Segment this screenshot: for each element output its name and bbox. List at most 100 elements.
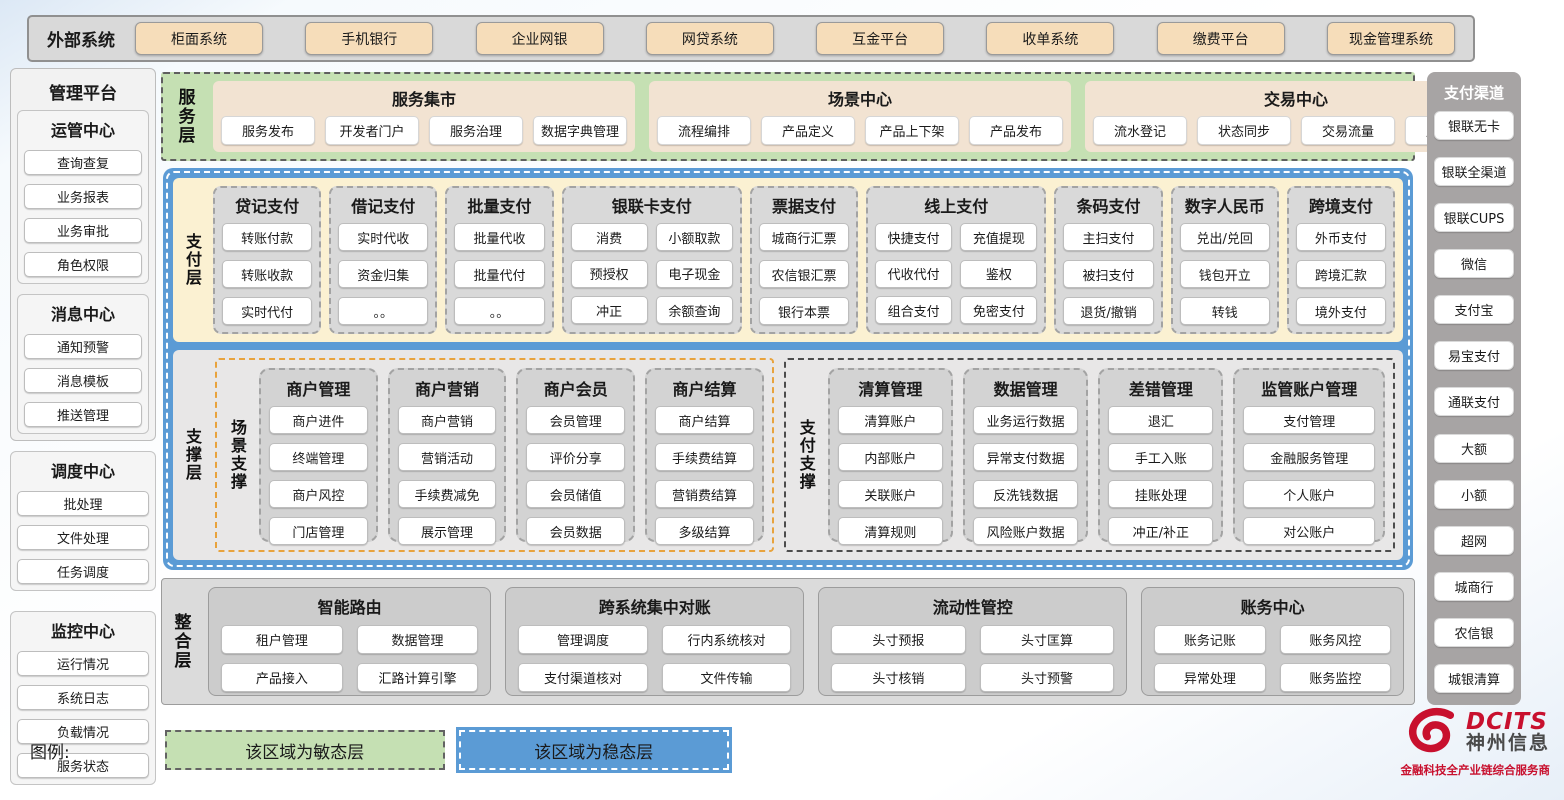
- payment-item[interactable]: 免密支付: [960, 296, 1038, 325]
- channel-wechat[interactable]: 微信: [1434, 249, 1514, 279]
- integration-item[interactable]: 汇路计算引擎: [356, 663, 479, 692]
- service-item-process-orchestration[interactable]: 流程编排: [657, 116, 751, 145]
- payment-item[interactable]: 快捷支付: [875, 223, 953, 251]
- channel-city-commercial-bank[interactable]: 城商行: [1434, 571, 1514, 601]
- sidebar-item-file-processing[interactable]: 文件处理: [17, 525, 149, 550]
- payment-item[interactable]: 城商行汇票: [758, 223, 850, 251]
- payment-item[interactable]: 转账付款: [222, 223, 313, 251]
- sidebar-item-service-status[interactable]: 服务状态: [17, 753, 149, 778]
- integration-item[interactable]: 异常处理: [1154, 663, 1266, 692]
- service-item-product-listing[interactable]: 产品上下架: [865, 116, 959, 145]
- payment-item[interactable]: 钱包开立: [1179, 260, 1270, 288]
- integration-item[interactable]: 行内系统核对: [661, 625, 792, 654]
- integration-item[interactable]: 文件传输: [661, 663, 792, 692]
- service-item-publish[interactable]: 服务发布: [221, 116, 315, 145]
- service-item-flow-register[interactable]: 流水登记: [1093, 116, 1187, 145]
- payment-item[interactable]: 跨境汇款: [1295, 260, 1386, 288]
- integration-item[interactable]: 支付渠道核对: [518, 663, 648, 692]
- sidebar-item-query-reply[interactable]: 查询查复: [24, 150, 142, 175]
- support-item[interactable]: 挂账处理: [1108, 480, 1214, 508]
- support-item[interactable]: 退汇: [1108, 406, 1214, 434]
- payment-item[interactable]: 批量代收: [454, 223, 545, 251]
- support-item[interactable]: 手续费减免: [397, 480, 497, 508]
- sidebar-item-notify-alert[interactable]: 通知预警: [24, 334, 142, 359]
- integration-item[interactable]: 产品接入: [221, 663, 343, 692]
- payment-item[interactable]: 。。: [338, 297, 429, 325]
- sidebar-item-role-permission[interactable]: 角色权限: [24, 252, 142, 277]
- service-item-trade-volume[interactable]: 交易流量: [1301, 116, 1395, 145]
- integration-item[interactable]: 数据管理: [356, 625, 479, 654]
- channel-supernet[interactable]: 超网: [1434, 525, 1514, 555]
- payment-item[interactable]: 主扫支付: [1063, 223, 1154, 251]
- support-item[interactable]: 个人账户: [1243, 480, 1376, 508]
- integration-item[interactable]: 头寸预警: [979, 663, 1115, 692]
- support-item[interactable]: 清算账户: [837, 406, 944, 434]
- support-item[interactable]: 营销活动: [397, 443, 497, 471]
- channel-unionpay-nocard[interactable]: 银联无卡: [1434, 111, 1514, 140]
- support-item[interactable]: 风险账户数据: [973, 517, 1079, 545]
- channel-alipay[interactable]: 支付宝: [1434, 295, 1514, 325]
- support-item[interactable]: 商户营销: [397, 406, 497, 434]
- channel-unionpay-cups[interactable]: 银联CUPS: [1434, 203, 1514, 233]
- payment-item[interactable]: 银行本票: [758, 297, 850, 325]
- payment-item[interactable]: 实时代收: [338, 223, 429, 251]
- support-item[interactable]: 多级结算: [655, 517, 754, 545]
- support-item[interactable]: 商户结算: [655, 406, 754, 434]
- payment-item[interactable]: 兑出/兑回: [1179, 223, 1270, 251]
- payment-item[interactable]: 转钱: [1179, 297, 1270, 325]
- payment-item[interactable]: 外币支付: [1295, 223, 1386, 251]
- external-system-online-lending[interactable]: 网贷系统: [645, 22, 774, 55]
- service-item-developer-portal[interactable]: 开发者门户: [325, 116, 419, 145]
- channel-hvps-large[interactable]: 大额: [1434, 433, 1514, 463]
- channel-city-bank-clearing[interactable]: 城银清算: [1434, 663, 1514, 693]
- payment-item[interactable]: 余额查询: [655, 296, 733, 325]
- integration-item[interactable]: 头寸核销: [831, 663, 966, 692]
- channel-unionpay-omni[interactable]: 银联全渠道: [1434, 157, 1514, 187]
- external-system-corporate-ebanking[interactable]: 企业网银: [475, 22, 604, 55]
- integration-item[interactable]: 头寸匡算: [979, 625, 1115, 654]
- external-system-cash-management[interactable]: 现金管理系统: [1326, 22, 1455, 55]
- payment-item[interactable]: 电子现金: [655, 259, 733, 288]
- payment-item[interactable]: 农信银汇票: [758, 260, 850, 288]
- external-system-internet-finance[interactable]: 互金平台: [816, 22, 945, 55]
- sidebar-item-message-template[interactable]: 消息模板: [24, 368, 142, 393]
- external-system-acquiring[interactable]: 收单系统: [986, 22, 1115, 55]
- support-item[interactable]: 关联账户: [837, 480, 944, 508]
- payment-item[interactable]: 。。: [454, 297, 545, 325]
- sidebar-item-push-management[interactable]: 推送管理: [24, 402, 142, 427]
- sidebar-item-business-approval[interactable]: 业务审批: [24, 218, 142, 243]
- payment-item[interactable]: 批量代付: [454, 260, 545, 288]
- support-item[interactable]: 对公账户: [1243, 517, 1376, 545]
- support-item[interactable]: 会员数据: [526, 517, 626, 545]
- payment-item[interactable]: 小额取款: [655, 223, 733, 251]
- payment-item[interactable]: 退货/撤销: [1063, 297, 1154, 325]
- payment-item[interactable]: 充值提现: [960, 223, 1038, 251]
- support-item[interactable]: 异常支付数据: [973, 443, 1079, 471]
- service-item-governance[interactable]: 服务治理: [429, 116, 523, 145]
- external-system-counter[interactable]: 柜面系统: [135, 22, 263, 55]
- sidebar-item-task-scheduling[interactable]: 任务调度: [17, 559, 149, 584]
- integration-item[interactable]: 头寸预报: [831, 625, 966, 654]
- support-item[interactable]: 商户风控: [269, 480, 368, 508]
- service-item-product-definition[interactable]: 产品定义: [761, 116, 855, 145]
- payment-item[interactable]: 冲正: [570, 296, 648, 325]
- sidebar-item-system-log[interactable]: 系统日志: [17, 685, 149, 710]
- support-item[interactable]: 手续费结算: [655, 443, 754, 471]
- support-item[interactable]: 反洗钱数据: [973, 480, 1079, 508]
- sidebar-item-batch-processing[interactable]: 批处理: [17, 491, 149, 516]
- payment-item[interactable]: 组合支付: [875, 296, 953, 325]
- payment-item[interactable]: 境外支付: [1295, 297, 1386, 325]
- support-item[interactable]: 会员管理: [526, 406, 626, 434]
- payment-item[interactable]: 被扫支付: [1063, 260, 1154, 288]
- sidebar-item-load-status[interactable]: 负载情况: [17, 719, 149, 744]
- channel-rural-credit-bank[interactable]: 农信银: [1434, 617, 1514, 647]
- channel-yeepay[interactable]: 易宝支付: [1434, 341, 1514, 371]
- support-item[interactable]: 金融服务管理: [1243, 443, 1376, 471]
- support-item[interactable]: 展示管理: [397, 517, 497, 545]
- payment-item[interactable]: 预授权: [570, 259, 648, 288]
- support-item[interactable]: 清算规则: [837, 517, 944, 545]
- integration-item[interactable]: 账务监控: [1279, 663, 1392, 692]
- sidebar-item-business-report[interactable]: 业务报表: [24, 184, 142, 209]
- payment-item[interactable]: 代收代付: [875, 259, 953, 288]
- support-item[interactable]: 冲正/补正: [1108, 517, 1214, 545]
